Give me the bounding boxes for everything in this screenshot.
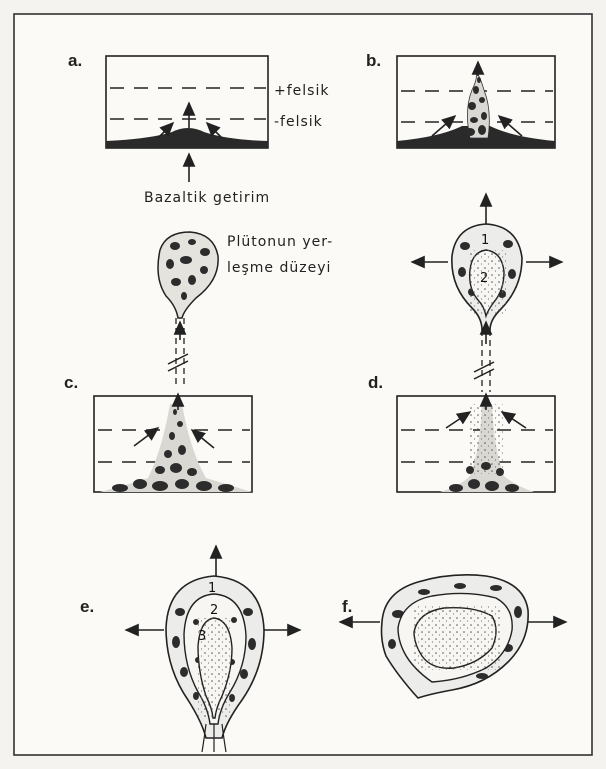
zone-3-label-e: 3 [198,629,206,644]
minus-felsic-label: -felsik [274,114,323,130]
panel-label-a: a. [68,51,82,70]
pluton-level-label-line2: leşme düzeyi [227,260,331,276]
panel-label-c: c. [64,373,78,392]
panel-label-b: b. [366,51,381,70]
panel-label-f: f. [342,597,352,616]
zone-1-label-e: 1 [208,581,216,596]
panel-label-e: e. [80,597,94,616]
panel-label-d: d. [368,373,383,392]
basaltic-input-label: Bazaltik getirim [144,190,270,206]
pluton-level-label-line1: Plütonun yer- [227,234,333,250]
zone-2-label-d: 2 [480,271,488,286]
zone-1-label-d: 1 [481,233,489,248]
zone-2-label-e: 2 [210,603,218,618]
plus-felsic-label: +felsik [274,83,329,99]
